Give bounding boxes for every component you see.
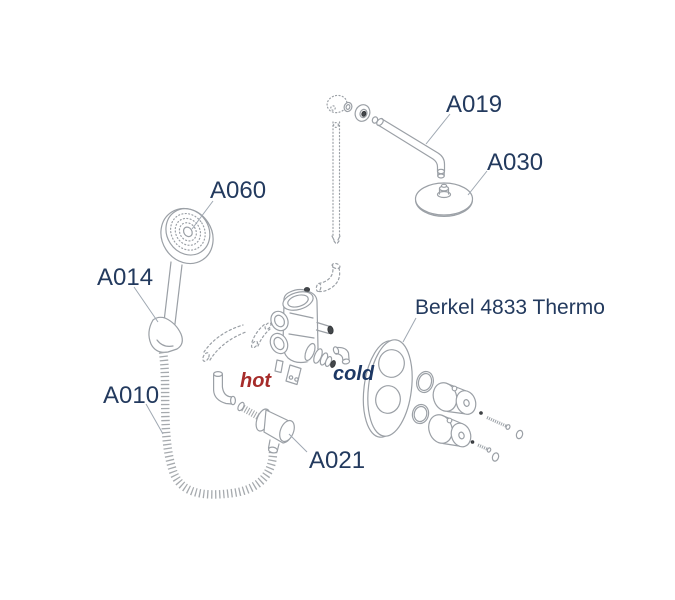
part-label-a010: A010 [103, 382, 159, 409]
o-rings [411, 370, 434, 425]
overhead-shower-head [414, 182, 474, 217]
hot-supply-pipe-hidden [202, 322, 272, 362]
part-label-a030: A030 [487, 149, 543, 176]
part-label-a019: A019 [446, 91, 502, 118]
shower-arm [376, 117, 446, 179]
part-label-a021: A021 [309, 447, 365, 474]
leader-a030 [467, 170, 488, 196]
leader-a010 [145, 403, 164, 435]
part-label-a014: A014 [97, 264, 153, 291]
cold-label: cold [333, 363, 375, 385]
shower-holder [148, 316, 183, 353]
upper-elbow-hidden [315, 262, 341, 293]
mixer-valve-body [269, 287, 336, 386]
leader-lines [133, 113, 488, 453]
hot-elbow-pipe [213, 371, 237, 406]
riser-pipe-hidden [326, 94, 348, 244]
leader-a021 [288, 433, 308, 453]
leader-a014 [133, 286, 159, 323]
control-knobs [428, 382, 477, 448]
knob-screws [470, 411, 524, 462]
leader-model [402, 317, 417, 343]
shower-hose [158, 351, 279, 499]
outlet-elbow [237, 401, 295, 451]
part-labels: A019 A030 A060 A014 A010 A021 Berkel 483… [97, 91, 605, 474]
cold-elbow-pipe [332, 346, 351, 365]
hand-shower [160, 207, 214, 335]
leader-a019 [425, 113, 451, 145]
model-label: Berkel 4833 Thermo [415, 296, 605, 319]
trim-plate [362, 339, 413, 438]
part-label-a060: A060 [210, 177, 266, 204]
leader-a060 [191, 200, 214, 230]
escutcheon-rings [343, 101, 379, 124]
hot-label: hot [240, 370, 272, 392]
